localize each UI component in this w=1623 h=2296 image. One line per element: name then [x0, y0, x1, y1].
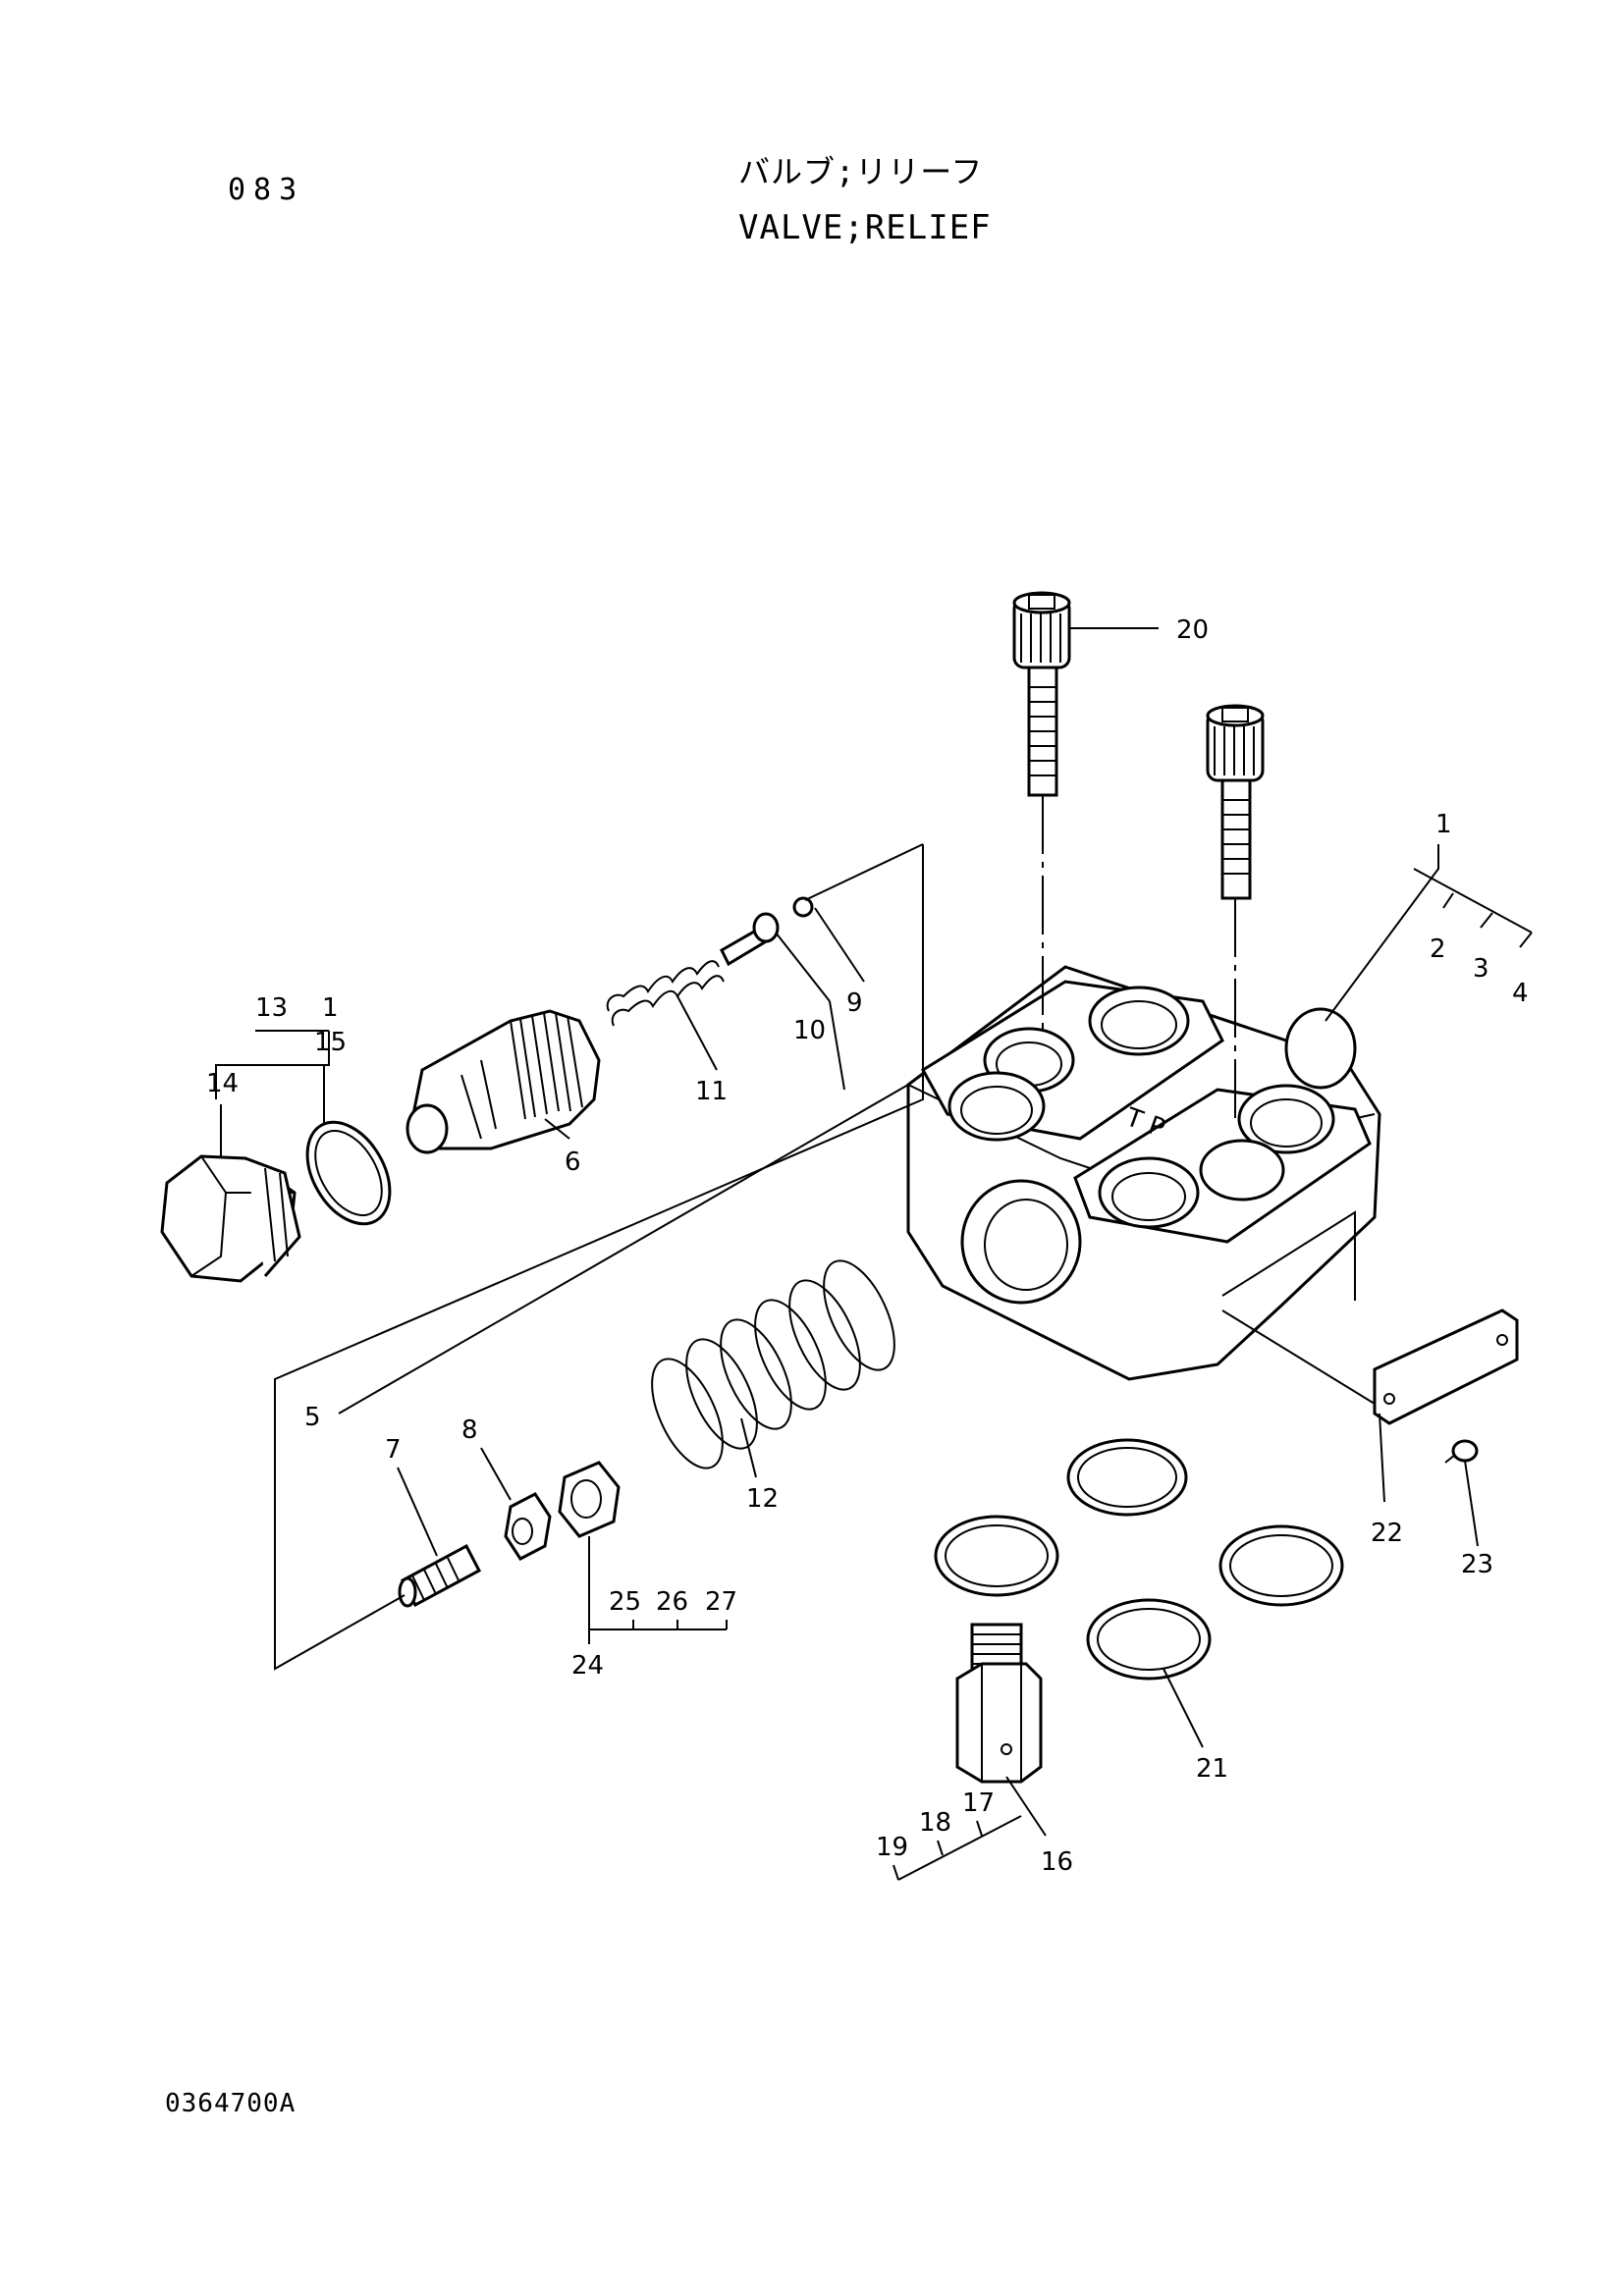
small-spring: [606, 960, 725, 1027]
callout-5: 5: [304, 1403, 321, 1432]
set-screw: [398, 1543, 482, 1608]
name-plate: [1373, 1308, 1519, 1425]
callout-17: 17: [962, 1789, 995, 1818]
callout-14: 14: [206, 1069, 239, 1098]
nut-small: [504, 1492, 552, 1561]
callout-22: 22: [1371, 1519, 1403, 1548]
valve-body: T P: [906, 965, 1381, 1381]
callout-9: 9: [846, 988, 863, 1018]
drawing-number: 0364700A: [165, 2089, 297, 2118]
ball: [792, 896, 814, 918]
callout-23: 23: [1461, 1550, 1493, 1579]
callout-16: 16: [1041, 1847, 1073, 1877]
callout-19: 19: [876, 1833, 908, 1862]
callout-4: 4: [1512, 979, 1529, 1008]
callout-20: 20: [1176, 615, 1209, 645]
callout-8: 8: [461, 1415, 478, 1445]
o-rings: [934, 1438, 1344, 1681]
title-english: VALVE;RELIEF: [738, 208, 992, 247]
cap-screw-rear: [1206, 704, 1265, 1119]
nut-large: [558, 1461, 621, 1538]
title-japanese: バルブ;リリーフ: [738, 153, 984, 190]
callout-6: 6: [565, 1148, 581, 1177]
callout-3: 3: [1473, 954, 1489, 984]
callout-27: 27: [705, 1587, 737, 1617]
plate-screw: [1444, 1439, 1479, 1464]
check-fitting: [955, 1623, 1043, 1784]
callout-15: 15: [314, 1028, 347, 1057]
callout-25: 25: [609, 1587, 641, 1617]
callout-13: 13: [255, 993, 288, 1023]
callout-18: 18: [919, 1808, 951, 1838]
cap-screw-front: [1012, 591, 1071, 1029]
callout-24: 24: [571, 1651, 604, 1681]
plug: [160, 1154, 301, 1283]
page-number: 083: [228, 173, 305, 207]
callout-11: 11: [695, 1077, 728, 1106]
callout-1: 1: [1435, 810, 1452, 839]
large-spring: [651, 1259, 895, 1469]
callout-7: 7: [385, 1435, 402, 1465]
callout-26: 26: [656, 1587, 688, 1617]
callout-13-1: 1: [322, 993, 339, 1023]
callout-10: 10: [793, 1016, 826, 1045]
poppet-pin: [720, 912, 780, 967]
callout-21: 21: [1196, 1754, 1228, 1784]
callout-2: 2: [1430, 934, 1446, 964]
poppet-seat: [406, 1009, 601, 1154]
leader-lines: [215, 627, 1533, 1881]
callout-12: 12: [746, 1484, 779, 1514]
o-ring-plug: [305, 1120, 392, 1226]
